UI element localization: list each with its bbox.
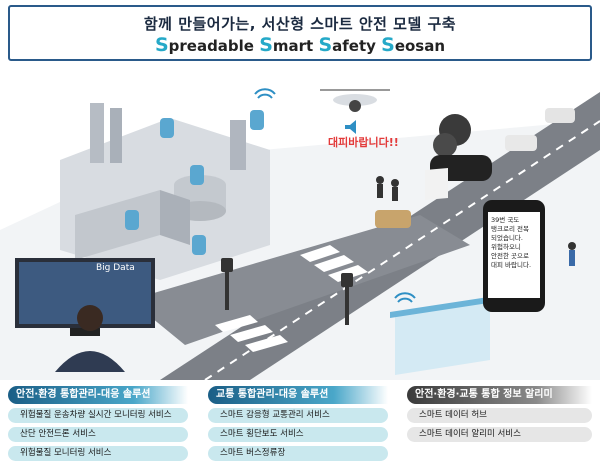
panel-safety-environment: 안전·환경 통합관리-대응 솔루션 위험물질 운송차량 실시간 모니터링 서비스… — [8, 386, 188, 461]
drone-icon — [320, 89, 390, 112]
smoke — [433, 114, 471, 157]
operator-person — [55, 305, 125, 372]
speaker-icon — [345, 120, 356, 134]
traffic-light-icon — [221, 258, 353, 325]
panel-item: 스마트 데이터 알리미 서비스 — [407, 427, 592, 442]
title-en-cap: S — [154, 34, 169, 56]
panel-title: 교통 통합관리-대응 솔루션 — [208, 386, 388, 404]
phone-line: 안전한 곳으로 — [491, 252, 529, 260]
cross-road — [130, 215, 470, 345]
title-banner: 함께 만들어가는, 서산형 스마트 안전 모델 구축 Spreadable Sm… — [8, 5, 592, 61]
panel-item: 스마트 감응형 교통관리 서비스 — [208, 408, 388, 423]
big-data-monitor — [15, 258, 155, 336]
title-en-cap: S — [381, 34, 395, 56]
title-english: Spreadable Smart Safety Seosan — [10, 34, 590, 56]
phone-line: 대피 바랍니다. — [491, 261, 532, 269]
title-korean: 함께 만들어가는, 서산형 스마트 안전 모델 구축 — [143, 15, 457, 33]
bus-stop-icon — [390, 296, 495, 375]
industrial-complex — [60, 103, 270, 280]
smartphone: 39번 국도 탱크로리 전복 되었습니다. 위험하오니 안전한 곳으로 대피 바… — [483, 200, 545, 312]
panel-title: 안전·환경·교통 통합 정보 알리미 — [407, 386, 592, 404]
panel-item: 위험물질 운송차량 실시간 모니터링 서비스 — [8, 408, 188, 423]
phone-line: 위험하오니 — [491, 243, 521, 251]
phone-line: 탱크로리 전복 — [491, 225, 529, 233]
panel-info-notifier: 안전·환경·교통 통합 정보 알리미 스마트 데이터 허브 스마트 데이터 알리… — [407, 386, 592, 442]
big-data-label: Big Data — [96, 263, 135, 273]
smart-city-illustration — [0, 88, 600, 380]
sensor-icon — [125, 110, 264, 255]
panel-item: 스마트 버스정류장 — [208, 446, 388, 461]
panel-traffic: 교통 통합관리-대응 솔루션 스마트 감응형 교통관리 서비스 스마트 횡단보도… — [208, 386, 388, 461]
title-en-rest: mart — [272, 37, 319, 55]
title-en-rest: preadable — [168, 37, 260, 55]
panel-item: 산단 안전드론 서비스 — [8, 427, 188, 442]
title-en-cap: S — [259, 34, 273, 56]
title-en-rest: afety — [332, 37, 382, 55]
tanker-truck — [425, 155, 492, 200]
vehicles — [375, 108, 575, 228]
panel-item: 스마트 횡단보도 서비스 — [208, 427, 388, 442]
panel-item: 스마트 데이터 허브 — [407, 408, 592, 423]
phone-alert-message: 39번 국도 탱크로리 전복 되었습니다. 위험하오니 안전한 곳으로 대피 바… — [488, 212, 540, 298]
title-en-rest: eosan — [394, 37, 446, 55]
person-icon — [376, 176, 576, 266]
phone-line: 되었습니다. — [491, 234, 523, 242]
lane-markings — [204, 120, 600, 380]
wifi-icon — [254, 88, 416, 303]
panel-item: 위험물질 모니터링 서비스 — [8, 446, 188, 461]
panel-title: 안전·환경 통합관리-대응 솔루션 — [8, 386, 188, 404]
phone-line: 39번 국도 — [491, 216, 520, 224]
title-en-cap: S — [318, 34, 333, 56]
evacuation-alert-text: 대피바랍니다!! — [328, 136, 399, 149]
